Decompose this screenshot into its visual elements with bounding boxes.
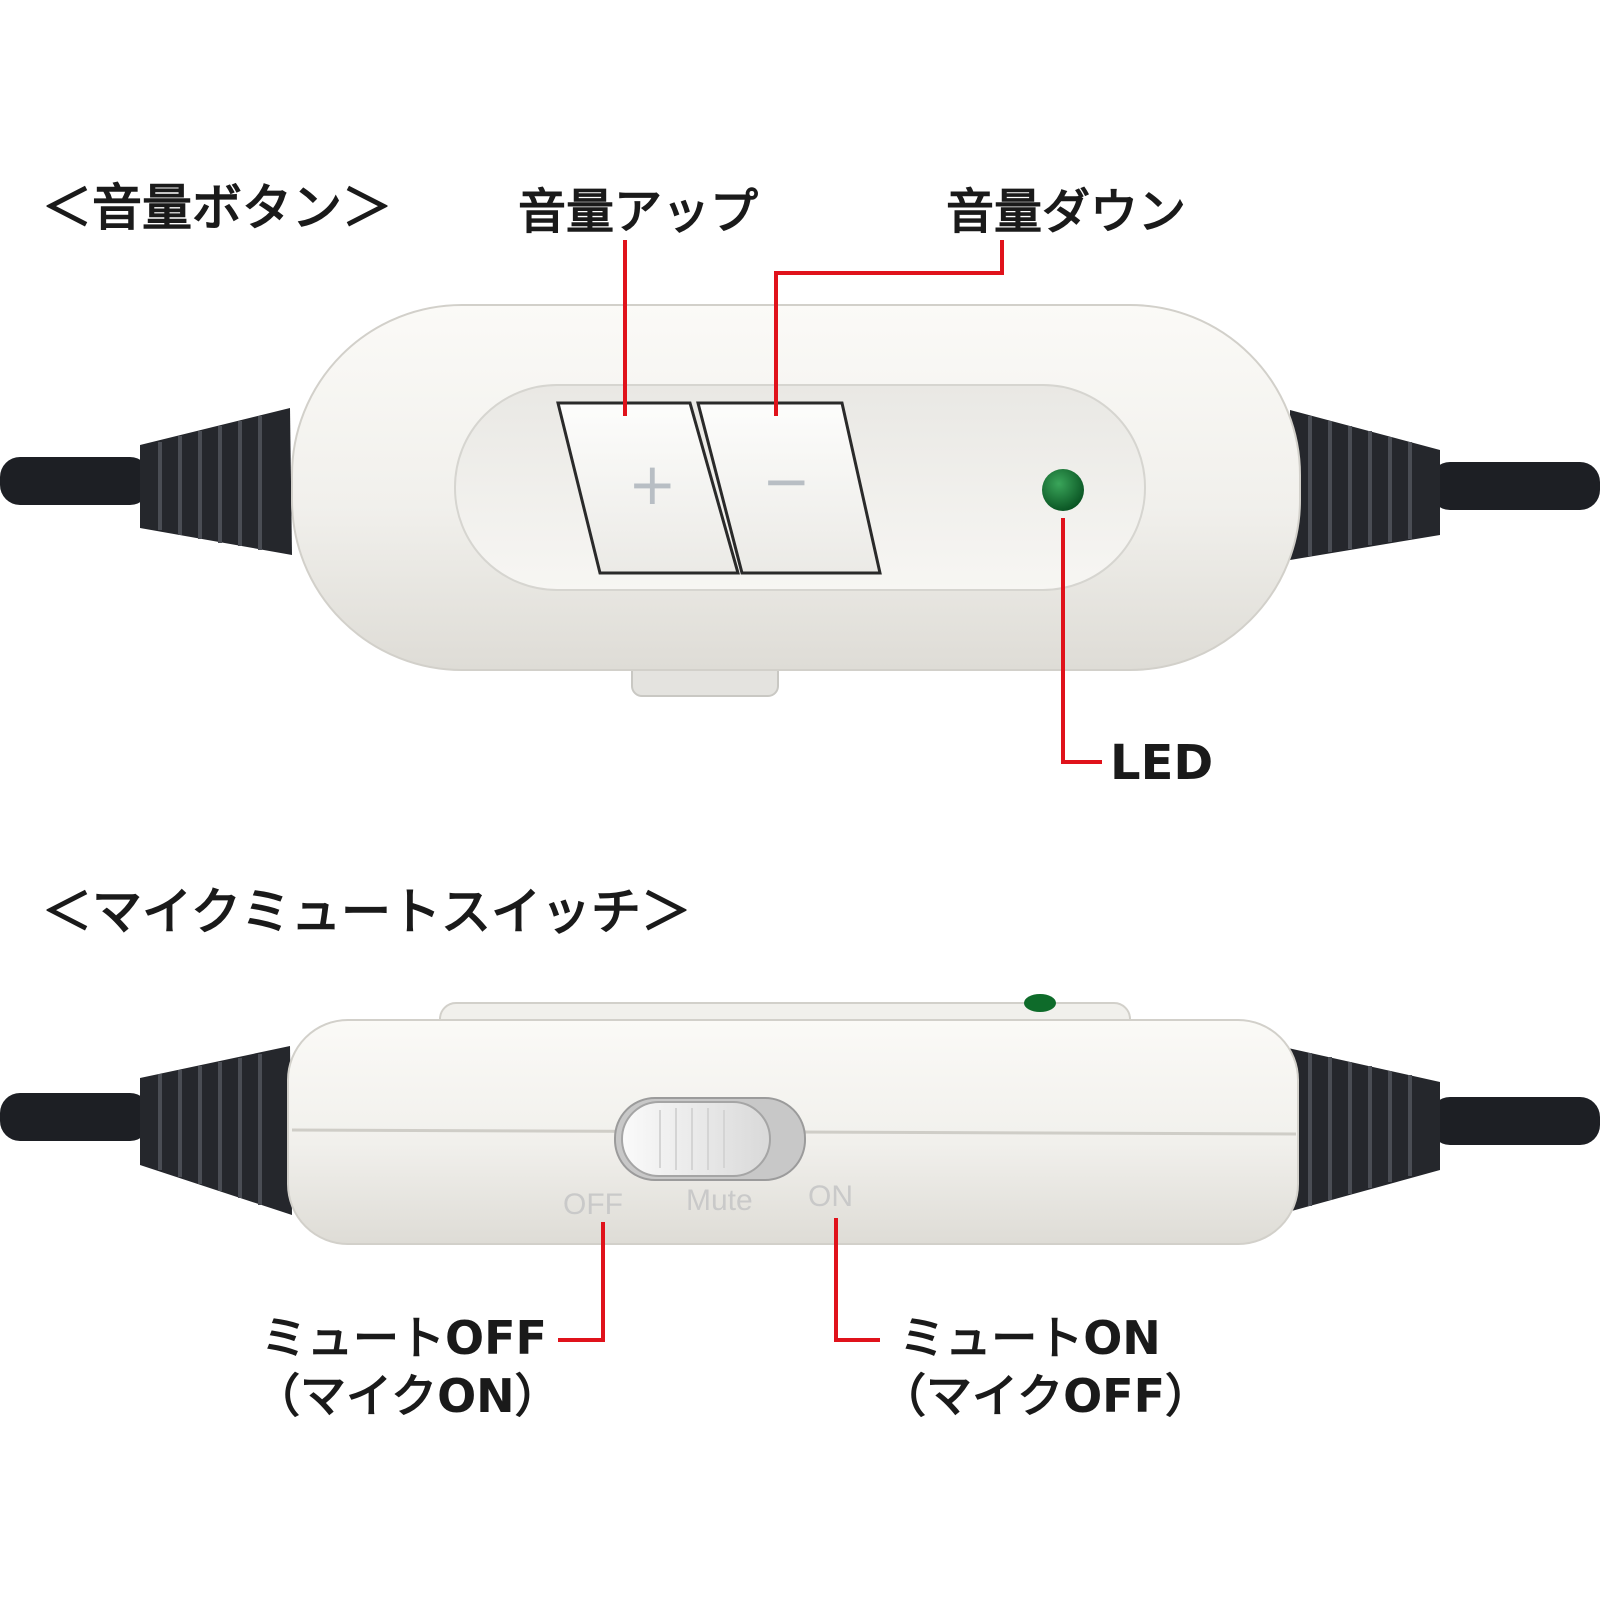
mute-on-callout: ミュートON （マイクOFF） xyxy=(880,1310,1212,1425)
volume-up-label: 音量アップ xyxy=(518,184,759,240)
volume-section-heading: ＜音量ボタン＞ xyxy=(42,179,392,237)
volume-down-callout-line xyxy=(774,240,1004,416)
mute-off-line2: （マイクON） xyxy=(254,1368,561,1423)
volume-down-button xyxy=(696,401,882,575)
switch-label-on: ON xyxy=(808,1180,853,1213)
plus-symbol: + xyxy=(628,450,677,518)
minus-symbol: − xyxy=(762,447,811,515)
mute-off-callout: ミュートOFF （マイクON） xyxy=(254,1310,561,1425)
volume-down-label: 音量ダウン xyxy=(946,184,1187,240)
mute-callout-lines xyxy=(558,1218,880,1342)
left-strain-relief-2 xyxy=(140,1046,292,1215)
led-side xyxy=(1024,994,1056,1012)
right-cable-2 xyxy=(1430,1097,1600,1145)
right-strain-relief-2 xyxy=(1288,1048,1440,1212)
mute-off-callout-line xyxy=(558,1222,605,1342)
switch-label-mute: Mute xyxy=(686,1184,753,1217)
mute-off-line1: ミュートOFF xyxy=(261,1311,547,1365)
left-strain-relief xyxy=(140,408,292,555)
mute-section-heading: ＜マイクミュートスイッチ＞ xyxy=(42,883,691,941)
mute-on-line1: ミュートON xyxy=(899,1311,1161,1365)
volume-controller-illustration xyxy=(0,304,1600,697)
volume-up-button xyxy=(556,401,740,575)
mute-on-line2: （マイクOFF） xyxy=(880,1368,1212,1423)
mute-controller-illustration xyxy=(0,994,1600,1245)
mute-slider-knob xyxy=(621,1101,771,1177)
right-cable xyxy=(1430,462,1600,510)
left-cable-2 xyxy=(0,1093,150,1141)
led-indicator xyxy=(1042,469,1084,511)
mute-on-callout-line xyxy=(834,1218,880,1342)
led-label: LED xyxy=(1110,735,1214,791)
led-callout-line xyxy=(1061,518,1102,764)
left-cable xyxy=(0,457,150,505)
volume-callout-lines xyxy=(623,240,1102,764)
right-strain-relief xyxy=(1290,410,1440,560)
switch-label-off: OFF xyxy=(563,1188,623,1221)
